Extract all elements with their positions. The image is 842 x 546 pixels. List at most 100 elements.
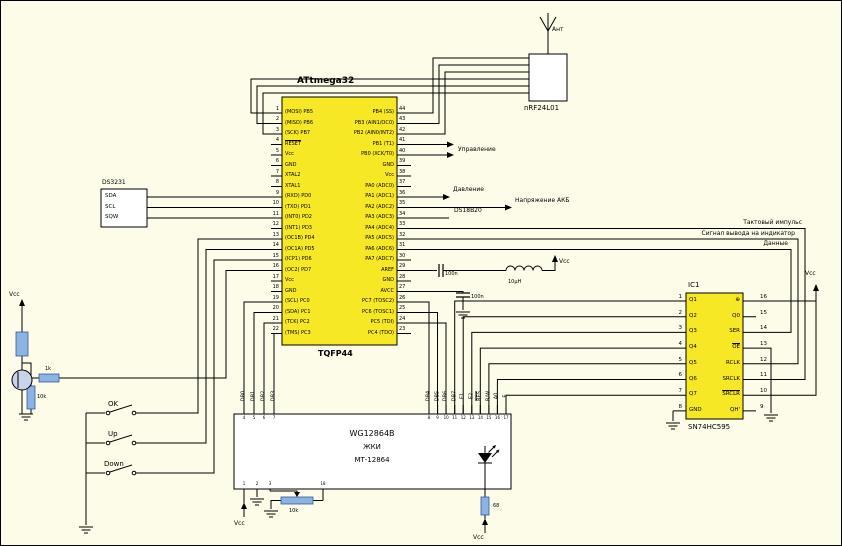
pin-label: Q5 (689, 359, 697, 366)
pin-number: 18 (320, 481, 326, 486)
signal-clock-label: Тактовый импульс (743, 219, 802, 226)
pin-label: Q7 (689, 391, 697, 398)
pin-number: 13 (760, 340, 767, 347)
pin-label: (RXD) PD0 (285, 193, 312, 199)
mcu-pin-stubs-left (271, 112, 282, 334)
capacitor-c2[interactable] (456, 292, 470, 298)
pin-number: 12 (272, 221, 279, 228)
pin-number: 38 (399, 168, 406, 175)
pin-number: 3 (268, 481, 272, 486)
pin-label: PB1 (T1) (372, 140, 394, 147)
pin-number: 6 (275, 158, 279, 165)
pin-label: Q0 (732, 312, 740, 319)
pin-label: (TXD) PD1 (285, 203, 311, 210)
pin-number: 5 (275, 147, 279, 154)
microphone-symbol[interactable] (11, 369, 33, 391)
pin-number: 33 (399, 221, 406, 228)
resistor-led[interactable] (480, 496, 490, 516)
pin-label: PA6 (ADC6) (365, 245, 394, 252)
pin-number: 5 (678, 356, 683, 363)
rtc-pin-scl: SCL (105, 204, 116, 210)
pin-label: SRCLR (722, 391, 740, 398)
vcc-label-led: Vcc (473, 534, 484, 541)
vcc-label-avcc: Vcc (559, 258, 570, 265)
button-down-symbol[interactable] (105, 464, 137, 476)
lcd-body[interactable] (233, 413, 512, 490)
rf-module-body[interactable] (528, 53, 568, 102)
pin-number: 21 (272, 315, 279, 322)
pin-label: AREF (381, 266, 394, 273)
r2-value: 10k (37, 394, 47, 400)
mcu-pin-stubs-right (397, 112, 411, 334)
signal-pressure-label: Давление (453, 186, 484, 193)
resistor-10k[interactable] (26, 385, 36, 410)
pin-number: 17 (272, 273, 279, 280)
pin-label: DB1 (250, 390, 257, 402)
sr-name: SN74HC595 (688, 423, 731, 431)
pin-number: 30 (399, 252, 406, 259)
pin-label: PB4 (SS) (372, 109, 394, 115)
pin-label: PA7 (ADC7) (365, 256, 394, 262)
pin-label: DB5 (434, 390, 441, 402)
button-up-symbol[interactable] (105, 434, 137, 446)
lcd-type: ЖКИ (363, 443, 381, 451)
pin-number: 9 (275, 189, 279, 196)
pin-number: 14 (477, 415, 483, 420)
shift-register-body[interactable] (685, 292, 744, 420)
pin-number: 29 (399, 263, 406, 270)
pin-label: DB3 (270, 390, 277, 402)
mcu-body[interactable] (281, 96, 398, 346)
pin-label: (SCK) PB7 (285, 130, 311, 136)
capacitor-c1[interactable] (438, 264, 444, 277)
pin-label: Q3 (689, 328, 697, 335)
pin-number: 12 (760, 356, 767, 363)
pin-number: 41 (399, 137, 406, 144)
rtc-body[interactable] (100, 188, 148, 228)
antenna-icon (539, 13, 557, 54)
pin-number: 2 (275, 116, 279, 123)
pin-number: 15 (486, 415, 492, 420)
ground-symbol (264, 510, 278, 518)
pin-number: 14 (272, 242, 279, 249)
pin-number: 25 (399, 305, 406, 312)
pin-label: Vcc (385, 172, 394, 178)
pin-number: 10 (760, 388, 767, 394)
pin-number: 44 (399, 105, 406, 112)
inductor-symbol[interactable] (505, 265, 543, 271)
pin-label: XTAL2 (285, 172, 301, 178)
pin-number: 22 (272, 326, 279, 333)
rtc-pin-sqw: SQW (105, 214, 119, 220)
button-ok-symbol[interactable] (105, 404, 137, 416)
pin-number: 13 (469, 415, 475, 420)
led-resistor-value: 68 (493, 503, 500, 509)
pin-number: 19 (272, 294, 279, 301)
pin-number: 14 (760, 325, 767, 332)
pin-label: E (502, 394, 509, 398)
pin-label: DB6 (442, 390, 449, 402)
pin-label: DB4 (425, 390, 432, 402)
vcc-label-sr: Vcc (805, 270, 816, 277)
pin-label: Vcc (285, 277, 294, 283)
pin-label: ⊕ (735, 297, 740, 303)
rtc-pin-sda: SDA (105, 193, 117, 199)
pin-number: 4 (242, 415, 246, 420)
resistor-bias[interactable] (15, 331, 29, 357)
pin-label: PB0 (XCK/T0) (361, 151, 394, 157)
button-up-label: Up (108, 430, 118, 438)
pin-number: 7 (678, 388, 683, 394)
pin-number: 23 (399, 326, 406, 333)
pin-number: 11 (452, 415, 458, 420)
led-symbol[interactable] (478, 445, 500, 464)
pin-label: PB3 (AIN1/OC0) (354, 119, 394, 126)
pin-number: 10 (443, 415, 449, 420)
pin-number: 11 (272, 210, 279, 217)
pin-label: GND (285, 161, 297, 168)
resistor-1k[interactable] (38, 373, 60, 383)
pin-number: 36 (399, 189, 406, 196)
pin-number: 1 (275, 105, 279, 112)
inductor-value: 10μH (508, 279, 522, 285)
pin-label: PC4 (TDO) (367, 329, 394, 336)
pin-number: 1 (242, 481, 246, 486)
sr-pin-stubs (673, 300, 756, 412)
potentiometer[interactable] (280, 496, 314, 505)
